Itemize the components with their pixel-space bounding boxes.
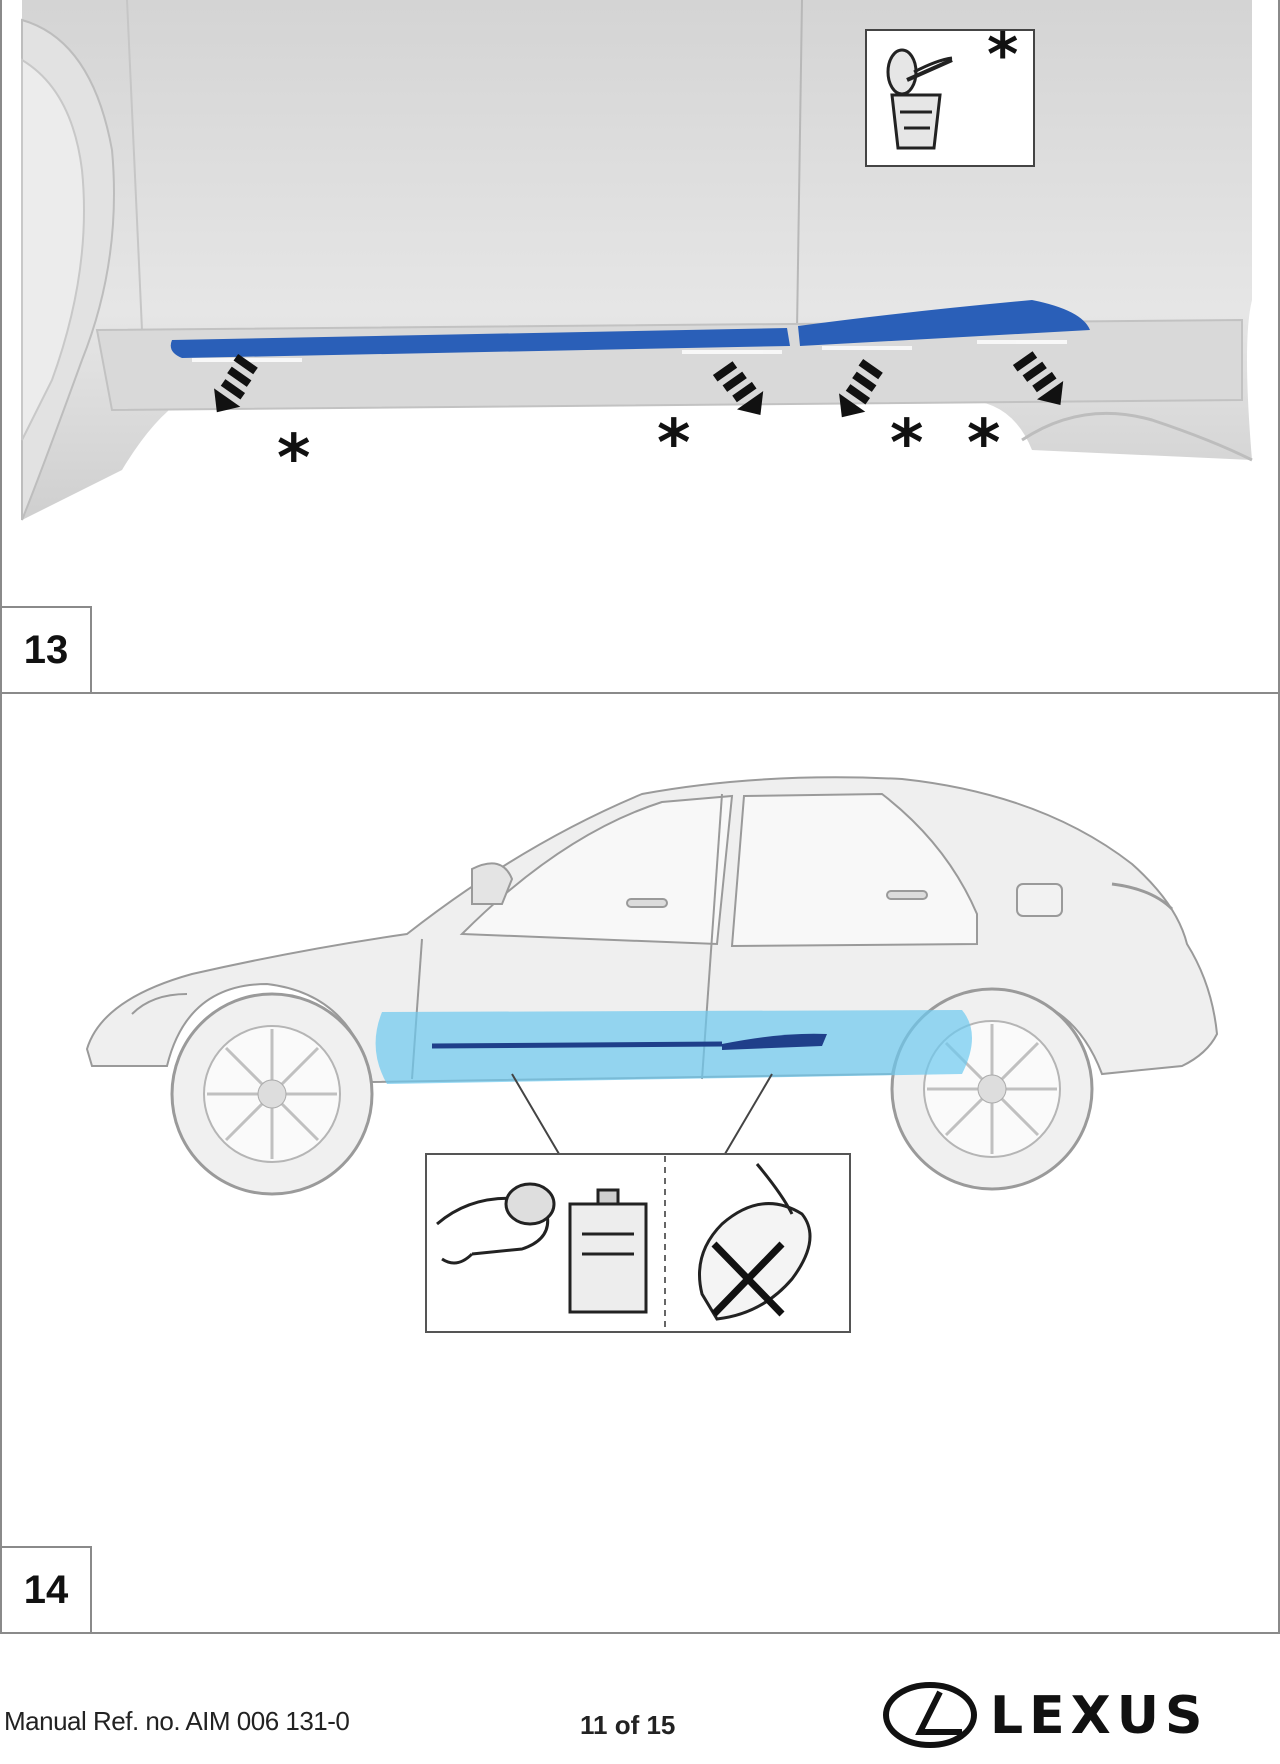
page-footer: Manual Ref. no. AIM 006 131-0 11 of 15 L…: [0, 1634, 1280, 1764]
brand-wordmark: LEXUS: [990, 1686, 1209, 1746]
step-13-panel: * * * * * 13: [0, 0, 1280, 694]
callout-asterisk: *: [277, 422, 310, 496]
prep-instruction-inset: [425, 1153, 851, 1333]
solvent-can-icon: [568, 1188, 648, 1314]
rear-wheel: [170, 992, 374, 1196]
cleaner-inset: *: [865, 20, 1035, 167]
wipe-cloth-icon: [436, 1182, 556, 1265]
page-number: 11 of 15: [580, 1710, 676, 1740]
callout-asterisk: *: [987, 20, 1018, 90]
callout-asterisk: *: [967, 407, 1000, 481]
step-14-panel: 14: [0, 692, 1280, 1634]
no-touch-hand-icon: [698, 1163, 812, 1321]
manual-reference: Manual Ref. no. AIM 006 131-0: [4, 1706, 350, 1736]
step-number: 13: [2, 606, 92, 692]
brand-logo: LEXUS: [880, 1680, 1270, 1750]
clip-arrows: [214, 351, 1064, 418]
rear-molding-piece: [170, 328, 790, 358]
molding-line: [431, 1041, 723, 1049]
cleaner-bottle-icon: [886, 48, 953, 150]
lexus-logo-icon: [883, 1682, 977, 1748]
front-molding-piece: [798, 300, 1090, 346]
cleaning-area-highlight: [375, 1010, 973, 1084]
step-13-illustration: * * * * *: [20, 0, 1253, 521]
step-14-illustration: [85, 776, 1219, 1333]
callout-asterisk: *: [657, 407, 690, 481]
step-number: 14: [2, 1546, 92, 1632]
callout-asterisk: *: [890, 407, 923, 481]
